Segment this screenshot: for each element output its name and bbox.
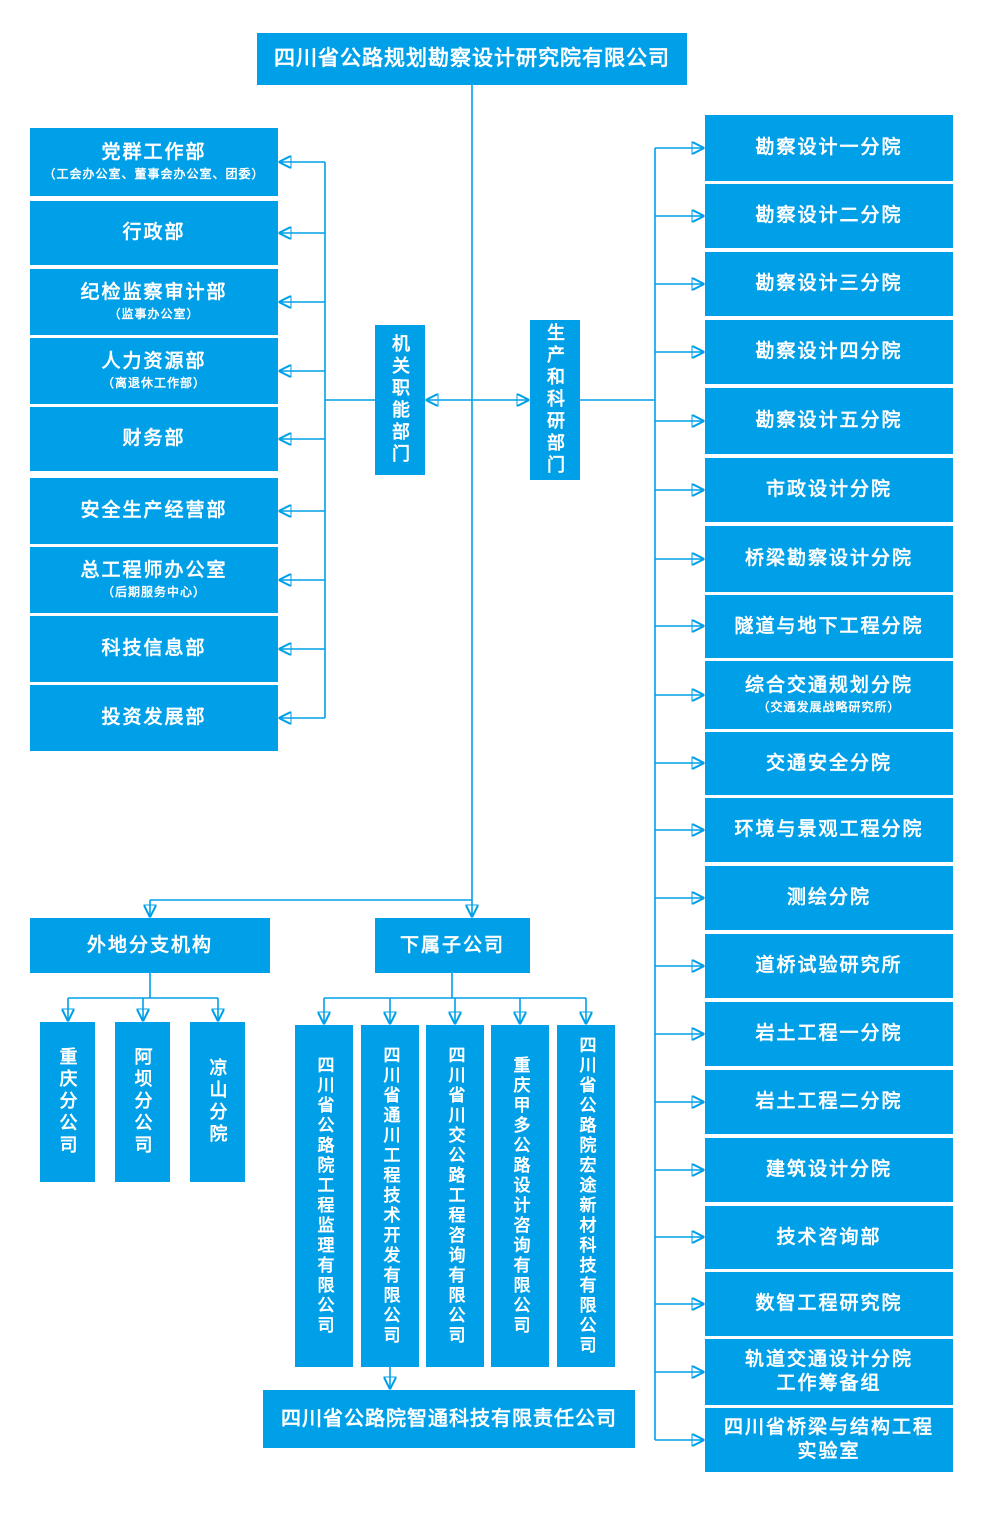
- division-title: 勘察设计三分院: [755, 273, 903, 295]
- admin-group-label: 机关职能部门: [390, 334, 410, 466]
- division-box: 技术咨询部: [705, 1206, 953, 1269]
- division-title: 勘察设计二分院: [755, 205, 903, 227]
- department-title: 总工程师办公室: [80, 560, 228, 582]
- department-subtitle: （工会办公室、董事会办公室、团委）: [43, 166, 265, 181]
- department-title: 财务部: [122, 428, 186, 450]
- subsidiary-name: 四川省通川工程技术开发有限公司: [380, 1046, 400, 1346]
- department-subtitle: （后期服务中心）: [101, 584, 206, 599]
- org-title-box: 四川省公路规划勘察设计研究院有限公司: [257, 33, 687, 85]
- division-box: 建筑设计分院: [705, 1138, 953, 1202]
- department-title: 党群工作部: [101, 142, 207, 164]
- division-title: 勘察设计四分院: [755, 341, 903, 363]
- division-box: 勘察设计二分院: [705, 184, 953, 248]
- bottom-company-box: 四川省公路院智通科技有限责任公司: [263, 1390, 635, 1448]
- org-title: 四川省公路规划勘察设计研究院有限公司: [274, 46, 670, 70]
- department-box: 纪检监察审计部 （监事办公室）: [30, 269, 278, 335]
- field-office-name: 重庆分公司: [57, 1047, 78, 1157]
- division-title: 勘察设计一分院: [755, 137, 903, 159]
- division-title: 岩土工程二分院: [755, 1091, 903, 1113]
- division-title: 轨道交通设计分院: [744, 1349, 913, 1371]
- division-box: 岩土工程一分院: [705, 1002, 953, 1066]
- division-box: 勘察设计三分院: [705, 252, 953, 316]
- subsidiary-box: 四川省川交公路工程咨询有限公司: [426, 1025, 484, 1367]
- division-box: 岩土工程二分院: [705, 1070, 953, 1134]
- department-box: 投资发展部: [30, 685, 278, 751]
- subsidiary-name: 四川省公路院工程监理有限公司: [314, 1056, 334, 1336]
- division-box: 市政设计分院: [705, 458, 953, 522]
- division-subtitle: （交通发展战略研究所）: [757, 699, 901, 714]
- division-title: 测绘分院: [786, 887, 871, 909]
- subsidiary-box: 重庆甲多公路设计咨询有限公司: [491, 1025, 549, 1367]
- department-subtitle: （监事办公室）: [108, 306, 200, 321]
- division-box: 测绘分院: [705, 866, 953, 930]
- department-title: 投资发展部: [101, 707, 207, 729]
- field-office-box: 凉山分院: [190, 1022, 245, 1182]
- division-title: 建筑设计分院: [765, 1159, 892, 1181]
- division-title: 勘察设计五分院: [755, 410, 903, 432]
- production-group-label: 生产和科研部门: [545, 323, 565, 477]
- division-box: 隧道与地下工程分院: [705, 595, 953, 658]
- subsidiary-name: 四川省川交公路工程咨询有限公司: [445, 1046, 465, 1346]
- department-box: 财务部: [30, 407, 278, 471]
- division-box: 道桥试验研究所: [705, 934, 953, 998]
- field-offices-label: 外地分支机构: [86, 934, 213, 956]
- department-title: 人力资源部: [101, 351, 207, 373]
- subsidiary-name: 重庆甲多公路设计咨询有限公司: [510, 1056, 530, 1336]
- division-box: 环境与景观工程分院: [705, 798, 953, 862]
- division-title: 数智工程研究院: [755, 1293, 903, 1315]
- subsidiary-box: 四川省公路院工程监理有限公司: [295, 1025, 353, 1367]
- division-title: 市政设计分院: [765, 479, 892, 501]
- division-title: 交通安全分院: [765, 752, 892, 774]
- department-box: 党群工作部 （工会办公室、董事会办公室、团委）: [30, 128, 278, 196]
- department-title: 科技信息部: [101, 638, 207, 660]
- division-title: 道桥试验研究所: [755, 955, 903, 977]
- department-box: 安全生产经营部: [30, 478, 278, 544]
- division-title-line2: 实验室: [797, 1441, 861, 1462]
- subsidiaries-label: 下属子公司: [399, 934, 505, 956]
- division-box: 勘察设计四分院: [705, 320, 953, 384]
- department-title: 安全生产经营部: [80, 500, 228, 522]
- division-box: 综合交通规划分院 （交通发展战略研究所）: [705, 661, 953, 729]
- field-offices-box: 外地分支机构: [30, 918, 270, 973]
- division-title: 环境与景观工程分院: [734, 819, 924, 841]
- division-box: 四川省桥梁与结构工程 实验室: [705, 1408, 953, 1472]
- division-title: 桥梁勘察设计分院: [744, 548, 913, 570]
- field-office-name: 阿坝分公司: [132, 1047, 153, 1157]
- subsidiary-box: 四川省公路院宏途新材科技有限公司: [557, 1025, 615, 1367]
- subsidiary-name: 四川省公路院宏途新材科技有限公司: [576, 1036, 596, 1356]
- department-title: 纪检监察审计部: [80, 282, 228, 304]
- field-office-name: 凉山分院: [207, 1058, 228, 1146]
- subsidiary-box: 四川省通川工程技术开发有限公司: [361, 1025, 419, 1367]
- bottom-company-name: 四川省公路院智通科技有限责任公司: [281, 1407, 617, 1430]
- department-box: 总工程师办公室 （后期服务中心）: [30, 547, 278, 613]
- division-box: 轨道交通设计分院 工作筹备组: [705, 1339, 953, 1405]
- department-box: 行政部: [30, 201, 278, 265]
- production-group-box: 生产和科研部门: [530, 320, 580, 480]
- division-title-line2: 工作筹备组: [776, 1373, 882, 1394]
- division-title: 隧道与地下工程分院: [734, 615, 924, 637]
- division-box: 勘察设计五分院: [705, 388, 953, 454]
- department-title: 行政部: [122, 222, 186, 244]
- field-office-box: 阿坝分公司: [115, 1022, 170, 1182]
- subsidiaries-box: 下属子公司: [375, 918, 530, 973]
- admin-group-box: 机关职能部门: [375, 325, 425, 475]
- division-title: 综合交通规划分院: [744, 675, 913, 697]
- division-box: 桥梁勘察设计分院: [705, 526, 953, 592]
- department-box: 人力资源部 （离退休工作部）: [30, 338, 278, 404]
- department-subtitle: （离退休工作部）: [101, 375, 206, 390]
- division-box: 勘察设计一分院: [705, 115, 953, 181]
- department-box: 科技信息部: [30, 616, 278, 682]
- division-title: 岩土工程一分院: [755, 1023, 903, 1045]
- division-title: 技术咨询部: [776, 1226, 882, 1248]
- field-office-box: 重庆分公司: [40, 1022, 95, 1182]
- division-title: 四川省桥梁与结构工程: [723, 1417, 934, 1439]
- division-box: 数智工程研究院: [705, 1272, 953, 1336]
- division-box: 交通安全分院: [705, 732, 953, 795]
